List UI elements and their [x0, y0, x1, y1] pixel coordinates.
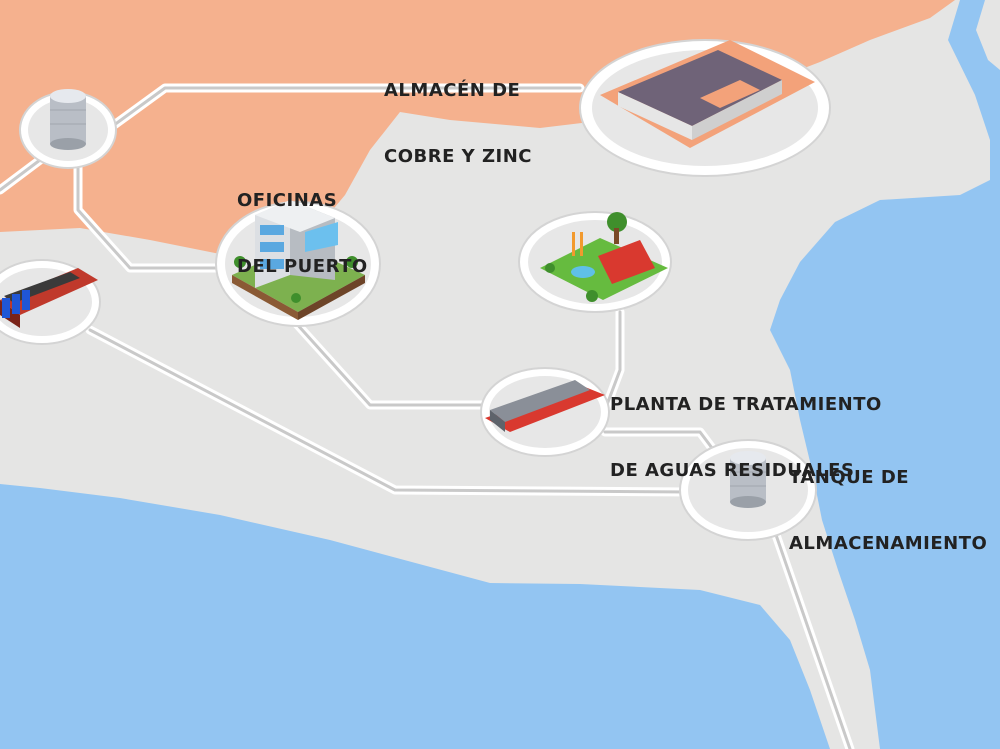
storage-tank-label-line2: ALMACENAMIENTO	[789, 533, 988, 554]
copper-zinc-warehouse-label: ALMACÉN DE COBRE Y ZINC	[384, 36, 532, 190]
route-network	[0, 83, 855, 749]
silo-icon	[50, 89, 86, 150]
office-building-icon	[232, 200, 365, 320]
treatment-plant-icon	[485, 380, 605, 432]
wastewater-plant-label-line2: DE AGUAS RESIDUALES	[610, 460, 855, 481]
storage-tank-label: TANQUE DE ALMACENAMIENTO	[789, 423, 987, 577]
wastewater-plant-node[interactable]	[480, 367, 610, 457]
storage-tank-node[interactable]	[679, 439, 817, 541]
storage-tank-label-line1: TANQUE DE	[789, 467, 910, 488]
copper-zinc-warehouse-label-line1: ALMACÉN DE	[384, 80, 521, 101]
port-offices-label-line2: DEL PUERTO	[237, 256, 368, 277]
land-islet	[976, 0, 1000, 70]
port-offices-label-line1: OFICINAS	[237, 190, 338, 211]
port-offices-node[interactable]	[215, 200, 381, 327]
park-node[interactable]	[518, 211, 672, 313]
copper-zinc-warehouse-node[interactable]	[579, 39, 831, 177]
wastewater-plant-label-line1: PLANTA DE TRATAMIENTO	[610, 394, 882, 415]
wastewater-plant-label: PLANTA DE TRATAMIENTO DE AGUAS RESIDUALE…	[610, 350, 882, 504]
container-shed-node[interactable]	[0, 259, 101, 345]
copper-zinc-warehouse-label-line2: COBRE Y ZINC	[384, 146, 532, 167]
warehouse-building-icon	[600, 40, 815, 148]
park-icon	[540, 212, 668, 302]
silo-tank-node[interactable]	[19, 89, 117, 169]
port-offices-label: OFICINAS DEL PUERTO	[237, 146, 368, 300]
container-shed-icon	[0, 268, 98, 328]
storage-tank-icon	[730, 451, 766, 508]
